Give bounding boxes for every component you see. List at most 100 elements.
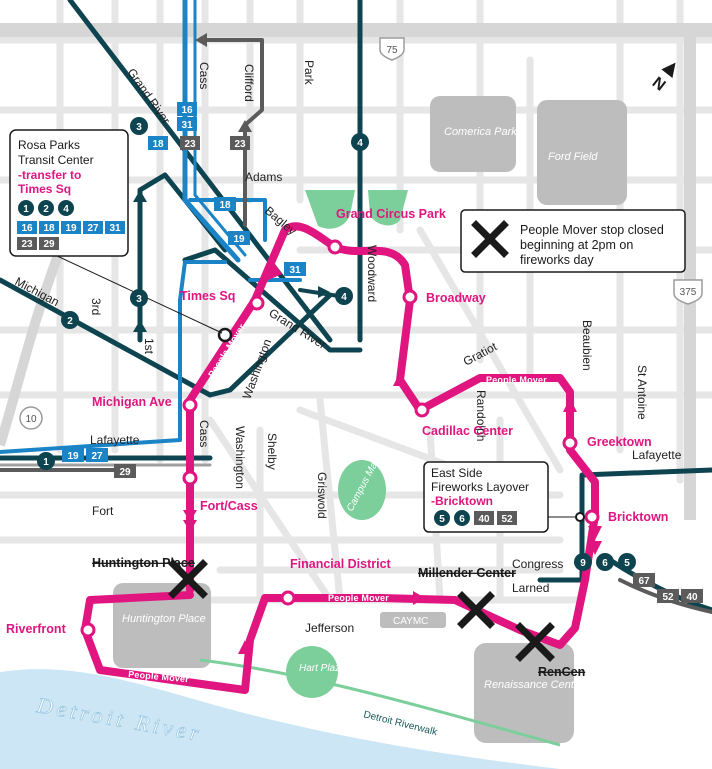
arrow-icon [133, 320, 147, 332]
route-badge: 27 [83, 221, 103, 234]
svg-text:27: 27 [87, 223, 99, 234]
svg-text:19: 19 [67, 451, 79, 462]
street-label: 1st [142, 338, 156, 355]
route-badge: 40 [681, 589, 703, 603]
east-side-callout: East Side Fireworks Layover -Bricktown 5… [423, 461, 549, 533]
bricktown-layover-point [575, 512, 585, 522]
stop-label-riverfront: Riverfront [6, 622, 67, 636]
svg-text:2: 2 [43, 204, 49, 215]
route-badge: 31 [177, 117, 197, 131]
rosa-parks-callout: Rosa Parks Transit Center -transfer to T… [9, 129, 129, 257]
route-badge: 31 [105, 221, 125, 234]
landmark-label: CAYMC [393, 616, 428, 627]
route-badge: 52 [657, 589, 679, 603]
arrow-icon [195, 33, 207, 47]
route-badge: 2 [61, 311, 79, 329]
legend-text: beginning at 2pm on [520, 238, 633, 252]
street-label: Lafayette [632, 448, 682, 462]
street-label: Griswold [315, 472, 329, 519]
m10-shield: 10 [19, 406, 43, 430]
legend-text: fireworks day [520, 253, 594, 267]
svg-text:1: 1 [43, 457, 49, 468]
ford-field-building [537, 100, 627, 205]
svg-text:29: 29 [43, 239, 55, 250]
people-mover-arrows [183, 260, 602, 654]
people-mover-loop [81, 222, 599, 694]
street-label: Fort [92, 504, 114, 518]
route-badge: 23 [180, 136, 200, 150]
route-badge: 2 [38, 200, 54, 216]
landmark-label: Huntington Place [122, 613, 206, 625]
stop-label-greektown: Greektown [587, 435, 652, 449]
callout-title: Rosa Parks [18, 138, 80, 152]
route-badge: 4 [335, 287, 353, 305]
svg-text:40: 40 [686, 592, 698, 603]
huntington-place-building [113, 583, 211, 668]
route-badge: 19 [228, 231, 250, 245]
legend-closed-stop: People Mover stop closed beginning at 2p… [460, 209, 686, 273]
street-label: Jefferson [305, 621, 354, 635]
svg-text:31: 31 [109, 223, 121, 234]
svg-text:19: 19 [233, 234, 245, 245]
legend-text: People Mover stop closed [520, 223, 664, 237]
route-badge: 29 [114, 464, 136, 478]
landmark-label: Renaissance Center [484, 679, 585, 691]
people-mover-stations [80, 239, 600, 638]
street-label: Park [302, 60, 316, 86]
svg-text:75: 75 [386, 45, 398, 56]
street-label: Lafayette [90, 433, 140, 447]
route-badge: 18 [214, 197, 236, 211]
route-badge: 16 [17, 221, 37, 234]
route-badge: 52 [497, 511, 517, 525]
route-badge: 18 [148, 136, 168, 150]
svg-text:2: 2 [67, 316, 73, 327]
street-label: Woodward [365, 245, 379, 302]
svg-text:29: 29 [119, 467, 131, 478]
route-badge: 18 [39, 221, 59, 234]
street-label: Larned [512, 581, 549, 595]
arrow-icon [133, 190, 147, 202]
stop-label-cadillac: Cadillac Center [422, 424, 513, 438]
svg-text:16: 16 [181, 105, 193, 116]
i75-shield: 75 [379, 37, 405, 61]
stop-label-bricktown: Bricktown [608, 510, 668, 524]
svg-text:10: 10 [25, 414, 37, 425]
route-badge: 1 [37, 452, 55, 470]
street-label: St Antoine [635, 365, 649, 420]
callout-transfer: Times Sq [18, 182, 71, 196]
svg-text:31: 31 [289, 265, 301, 276]
stop-label-millender: Millender Center [418, 566, 516, 580]
callout-stop: -Bricktown [431, 494, 493, 508]
svg-text:18: 18 [43, 223, 55, 234]
svg-text:52: 52 [501, 514, 513, 525]
stop-label-times-sq: Times Sq [180, 289, 235, 303]
route-badge: 40 [474, 511, 494, 525]
callout-title: Transit Center [18, 153, 94, 167]
route-badge: 3 [130, 117, 148, 135]
stop-label-michigan-ave: Michigan Ave [92, 395, 172, 409]
people-mover-track-label: People Mover [486, 375, 547, 385]
svg-text:375: 375 [680, 287, 697, 298]
svg-text:9: 9 [580, 558, 586, 569]
detroit-river [0, 669, 560, 769]
hart-plaza-green [286, 646, 338, 698]
grand-circus-park-green [305, 190, 355, 229]
street-label: Congress [512, 557, 563, 571]
i375-shield: 375 [673, 279, 703, 305]
renaissance-center-building [474, 643, 574, 743]
route-badge: 16 [177, 102, 197, 116]
route-badge: 3 [130, 289, 148, 307]
callout-transfer: -transfer to [18, 168, 81, 182]
svg-text:23: 23 [234, 139, 246, 150]
caymc-building [380, 612, 446, 628]
street-label: Clifford [242, 64, 256, 102]
arrow-icon [318, 286, 330, 298]
svg-text:16: 16 [21, 223, 33, 234]
street-label: Washington [233, 426, 247, 489]
route-badge: 23 [17, 237, 37, 250]
route-badge: 27 [86, 448, 108, 462]
svg-text:27: 27 [91, 451, 103, 462]
comerica-park-building [430, 96, 516, 172]
campus-martius-green [338, 460, 386, 520]
svg-text:52: 52 [662, 592, 674, 603]
